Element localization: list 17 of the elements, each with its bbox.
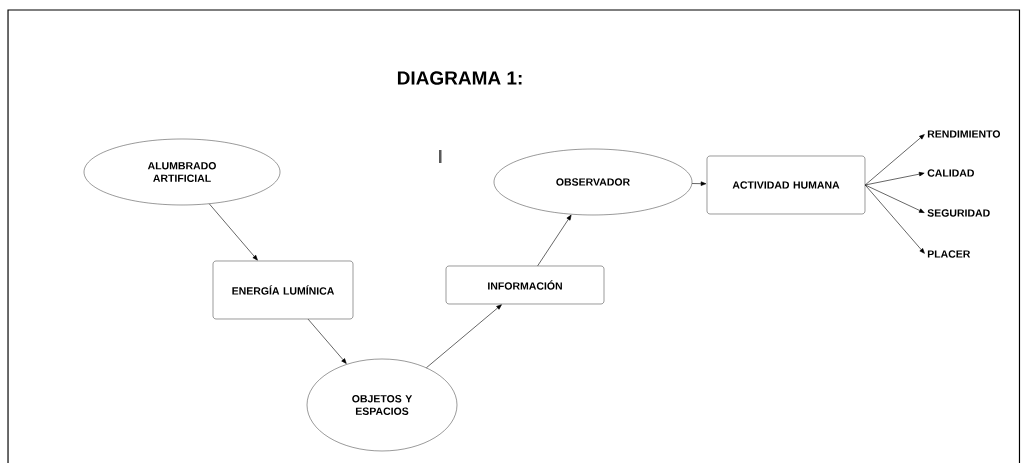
arrow	[537, 214, 572, 267]
outcome-label: SEGURIDAD	[927, 209, 990, 217]
arrow	[864, 184, 925, 254]
outcome-label: RENDIMIENTO	[927, 130, 1001, 138]
outcome-label: PLACER	[927, 250, 971, 258]
process-box: INFORMACIÓN	[445, 265, 605, 305]
process-box: ENERGÍA LUMÍNICA	[212, 260, 354, 320]
arrow	[307, 318, 347, 364]
process-box: ACTIVIDAD HUMANA	[706, 155, 866, 215]
arrow	[864, 134, 925, 186]
arrow	[691, 181, 707, 186]
arrow	[864, 184, 925, 213]
arrow	[864, 171, 925, 186]
diagram-title: DIAGRAMA 1:	[397, 71, 522, 85]
arrow	[209, 203, 258, 261]
arrow	[426, 304, 502, 368]
outcome-label: CALIDAD	[927, 169, 974, 177]
